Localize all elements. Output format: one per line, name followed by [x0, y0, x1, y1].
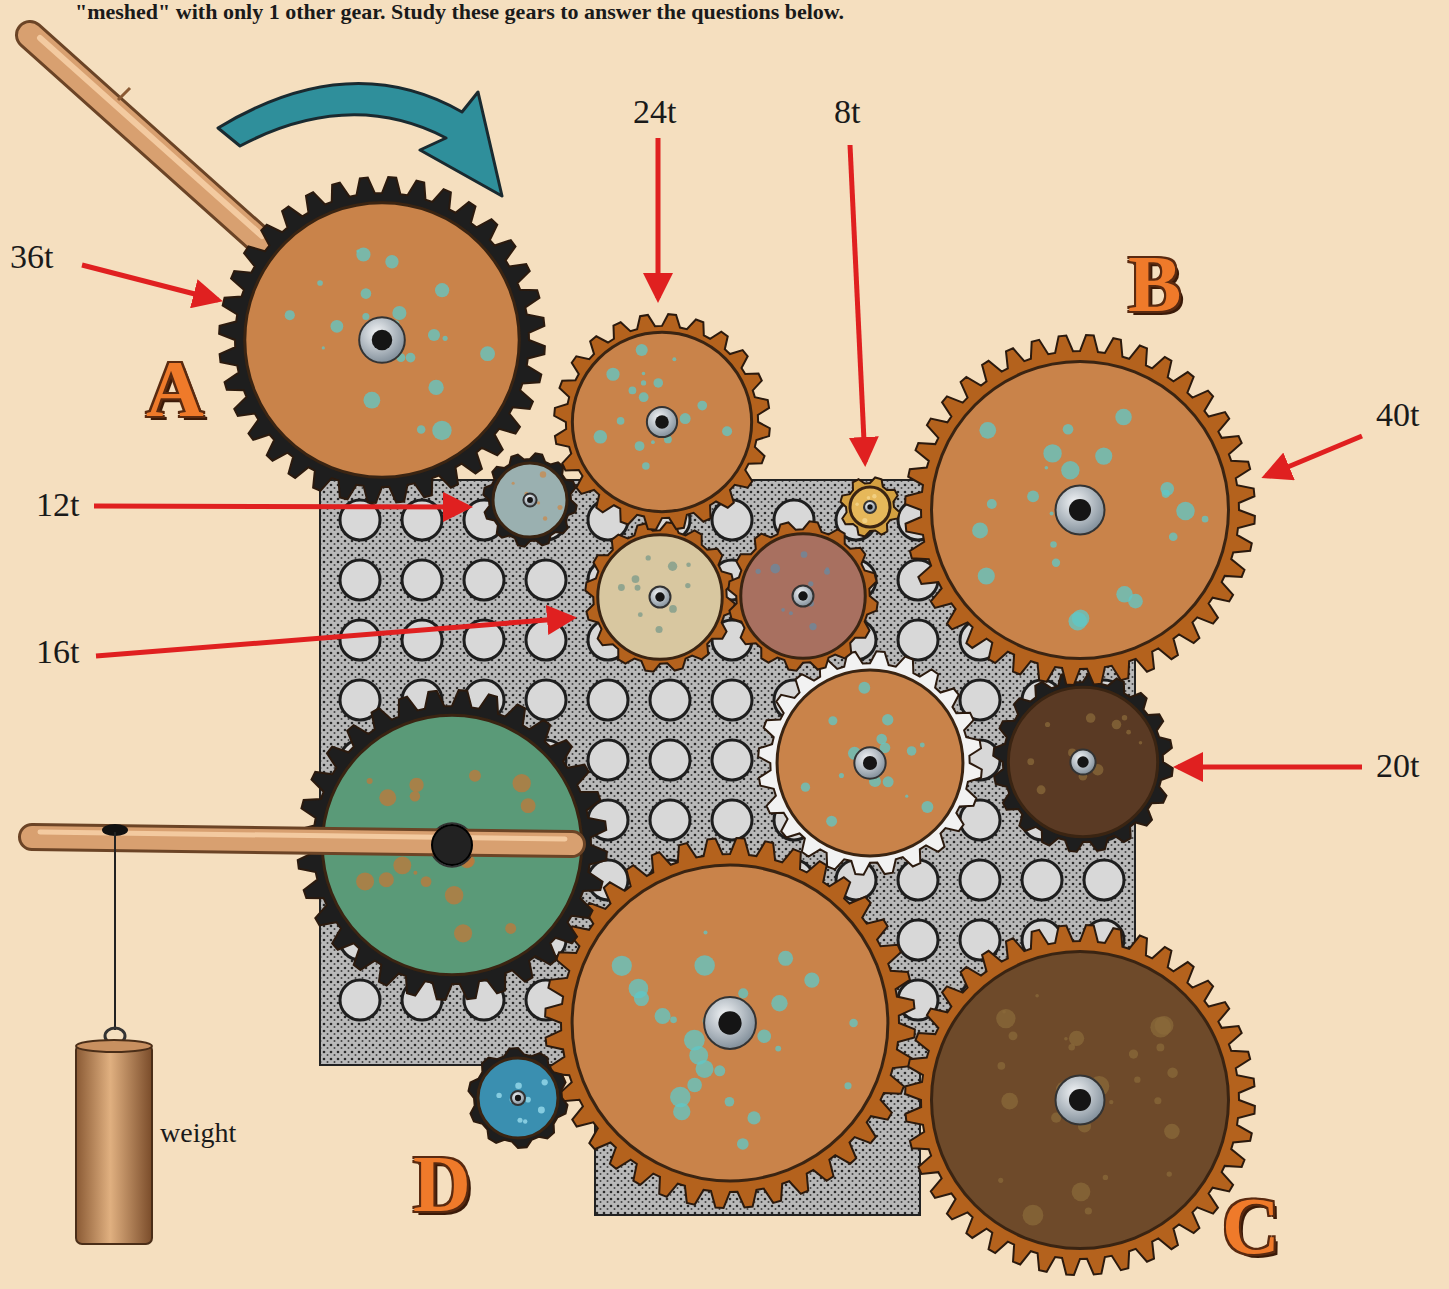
- gear: [728, 521, 877, 670]
- gear-letter: D: [413, 1140, 471, 1228]
- gear: [554, 314, 770, 530]
- weight-lever: [32, 824, 572, 1244]
- tooth-count: 36t: [10, 238, 53, 275]
- weight-label: weight: [160, 1118, 236, 1149]
- gear: [758, 651, 982, 875]
- tooth-count: 40t: [1376, 396, 1419, 433]
- gear: [585, 522, 734, 671]
- gear: [905, 335, 1255, 685]
- instruction-text: "meshed" with only 1 other gear. Study t…: [75, 0, 844, 24]
- pointer-arrows: [82, 138, 1362, 767]
- gear-letter: C: [1222, 1182, 1280, 1270]
- gear: [840, 477, 899, 536]
- tooth-count: 16t: [36, 633, 79, 670]
- gear: [483, 453, 576, 546]
- tooth-count: 8t: [834, 93, 860, 130]
- gear-letter: B: [1128, 240, 1181, 328]
- gear: [468, 1048, 567, 1148]
- gear-letter: A: [146, 345, 204, 433]
- gear: [545, 838, 915, 1208]
- tooth-count: 12t: [36, 486, 79, 523]
- gear: [219, 177, 545, 503]
- gear: [905, 925, 1255, 1275]
- tooth-count: 20t: [1376, 747, 1419, 784]
- tooth-count: 24t: [633, 93, 676, 130]
- gear: [993, 672, 1173, 852]
